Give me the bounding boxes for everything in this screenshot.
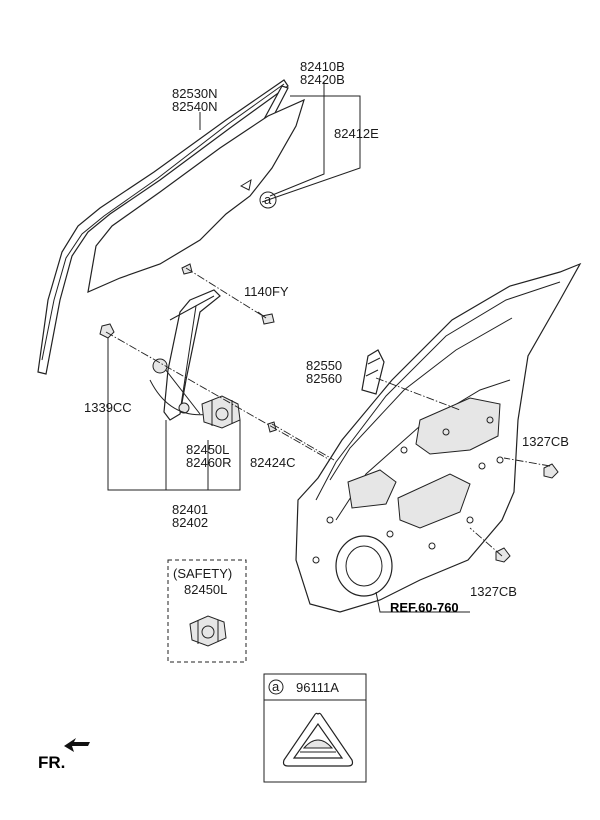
label-nut: 1339CC [84, 400, 132, 415]
bolt-icon[interactable] [257, 311, 275, 325]
leader-lines [105, 82, 551, 613]
label-ref[interactable]: REF.60-760 [390, 600, 459, 615]
label-glass-clip: 82412E [334, 126, 379, 141]
front-arrow-icon [64, 738, 90, 752]
label-glass-1: 82410B [300, 59, 345, 74]
delta-cover[interactable] [361, 349, 385, 395]
safety-box [167, 559, 247, 663]
safety-title: (SAFETY) [173, 566, 232, 581]
callout-a-marker-letter: a [264, 192, 272, 207]
label-clip: 82424C [250, 455, 296, 470]
callout-part: 96111A [296, 680, 339, 695]
callout-letter: a [272, 679, 280, 694]
regulator-motor[interactable] [201, 395, 241, 429]
safety-part-label: 82450L [184, 582, 227, 597]
label-nut-right-upper: 1327CB [522, 434, 569, 449]
callout-a-marker [259, 191, 277, 209]
window-regulator[interactable] [149, 289, 221, 421]
label-bolt: 1140FY [244, 284, 289, 299]
door-panel[interactable] [295, 262, 582, 613]
label-regulator-1: 82401 [172, 502, 208, 517]
label-motor-2: 82460R [186, 455, 232, 470]
label-nut-right-lower: 1327CB [470, 584, 517, 599]
label-regulator-2: 82402 [172, 515, 208, 530]
label-delta-cover-1: 82550 [306, 358, 342, 373]
callout-box [263, 673, 367, 783]
front-label: FR. [38, 753, 65, 772]
label-glass-run-1: 82530N [172, 86, 218, 101]
label-glass-2: 82420B [300, 72, 345, 87]
label-delta-cover-2: 82560 [306, 371, 342, 386]
label-glass-run-2: 82540N [172, 99, 218, 114]
label-motor-1: 82450L [186, 442, 229, 457]
door-glass[interactable] [87, 98, 305, 293]
triangle-emblem-icon [282, 712, 354, 767]
callout-letter-circle [268, 679, 284, 695]
nut-icon[interactable] [99, 323, 115, 339]
safety-motor-icon[interactable] [189, 615, 227, 647]
nut-icon[interactable] [543, 463, 559, 479]
nut-icon[interactable] [495, 547, 511, 563]
